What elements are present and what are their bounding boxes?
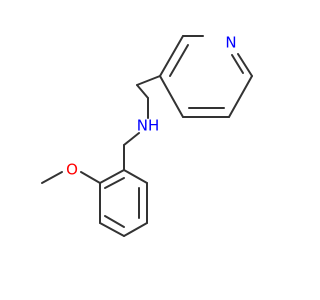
molecule-structure: N NH O <box>41 34 253 237</box>
bond <box>104 177 125 189</box>
bond <box>123 132 140 146</box>
bond <box>80 171 101 184</box>
methoxy-group <box>41 171 101 184</box>
amine-nitrogen-label: NH <box>137 117 160 135</box>
bond <box>136 75 161 86</box>
bond <box>104 215 125 228</box>
bond <box>136 84 149 99</box>
linker-chain <box>123 75 161 171</box>
bond <box>41 171 63 184</box>
bond <box>123 222 148 237</box>
ether-oxygen-label: O <box>66 161 78 179</box>
molecule-diagram: N NH O <box>41 34 253 237</box>
bond <box>99 169 125 184</box>
bond <box>99 222 125 237</box>
bond <box>237 53 253 77</box>
bond <box>159 75 184 118</box>
bond <box>123 169 148 184</box>
bond <box>159 35 184 77</box>
bond <box>228 75 253 118</box>
bond <box>169 44 189 77</box>
pyridine-ring <box>159 35 253 118</box>
benzene-ring <box>99 169 148 237</box>
bond <box>231 54 244 74</box>
pyridine-nitrogen-label: N <box>225 34 236 52</box>
